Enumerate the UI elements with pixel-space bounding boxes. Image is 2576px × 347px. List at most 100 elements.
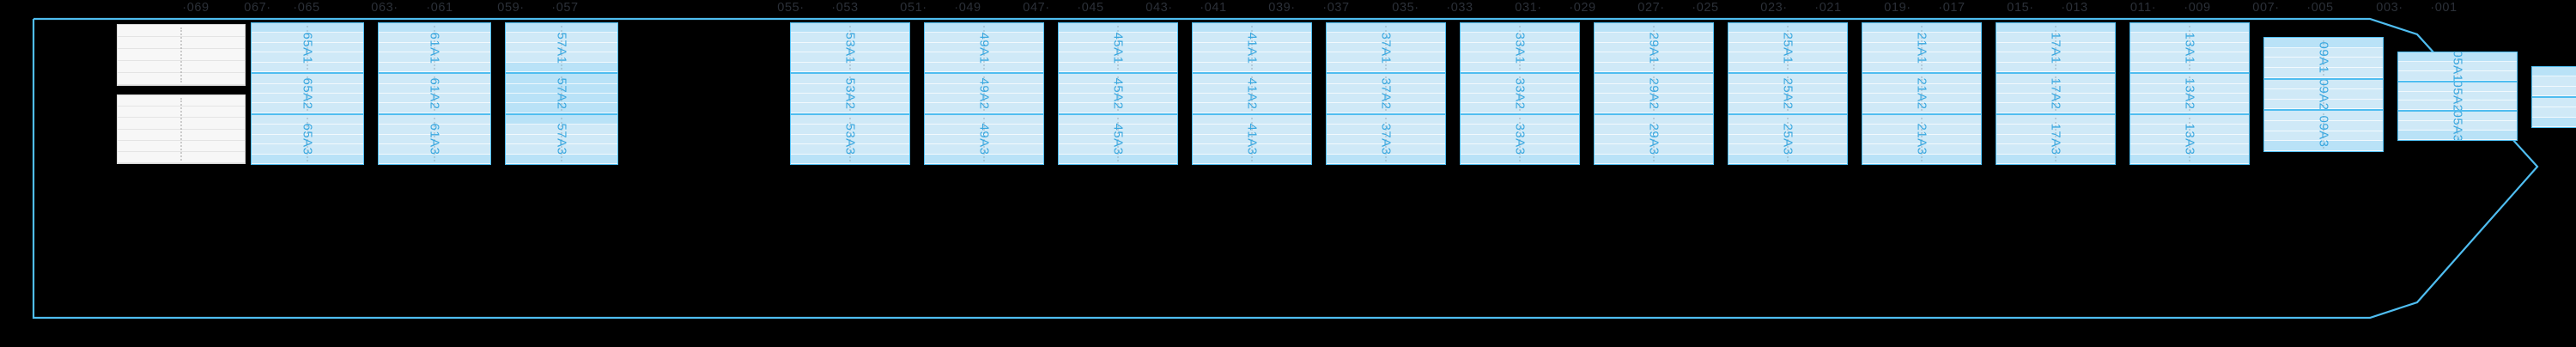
- container-slot[interactable]: [1996, 103, 2115, 113]
- container-slot[interactable]: [118, 141, 245, 152]
- cargo-tier[interactable]: 29A3: [1594, 113, 1714, 165]
- container-slot[interactable]: [1996, 63, 2115, 73]
- container-slot[interactable]: [1193, 23, 1311, 33]
- cargo-tier[interactable]: 09A3: [2263, 110, 2384, 152]
- cargo-tier[interactable]: 17A2: [1996, 73, 2116, 114]
- container-slot[interactable]: [1996, 154, 2115, 164]
- container-slot[interactable]: [1728, 135, 1847, 145]
- container-slot[interactable]: [2398, 62, 2517, 71]
- container-slot[interactable]: [252, 103, 363, 113]
- container-slot[interactable]: [1059, 135, 1177, 145]
- container-slot[interactable]: [1728, 154, 1847, 164]
- container-slot[interactable]: [1862, 52, 1981, 63]
- container-slot[interactable]: [791, 125, 909, 135]
- container-slot[interactable]: [118, 49, 245, 61]
- container-slot[interactable]: [1461, 84, 1579, 94]
- container-slot[interactable]: [2398, 112, 2517, 122]
- cargo-tier[interactable]: 61A2: [378, 73, 491, 114]
- container-slot[interactable]: [2532, 107, 2576, 118]
- container-slot[interactable]: [506, 83, 617, 94]
- container-slot[interactable]: [2398, 52, 2517, 62]
- bay-01[interactable]: 01A101A2: [2531, 66, 2576, 128]
- container-slot[interactable]: [1327, 125, 1445, 135]
- container-slot[interactable]: [1728, 94, 1847, 104]
- container-slot[interactable]: [1862, 33, 1981, 43]
- container-slot[interactable]: [2264, 111, 2383, 121]
- container-slot[interactable]: [2130, 103, 2249, 113]
- container-slot[interactable]: [1862, 144, 1981, 155]
- cargo-tier[interactable]: 21A3: [1862, 113, 1982, 165]
- container-slot[interactable]: [1595, 52, 1713, 63]
- container-slot[interactable]: [252, 52, 363, 63]
- cargo-tier[interactable]: 41A2: [1192, 73, 1312, 114]
- container-slot[interactable]: [1728, 63, 1847, 73]
- container-slot[interactable]: [1059, 144, 1177, 155]
- cargo-tier[interactable]: 41A1: [1192, 22, 1312, 74]
- container-slot[interactable]: [1862, 94, 1981, 104]
- container-slot[interactable]: [379, 52, 490, 63]
- cargo-tier[interactable]: 65A1: [251, 22, 364, 74]
- cargo-tier[interactable]: 57A2: [505, 73, 618, 114]
- cargo-tier[interactable]: 29A2: [1594, 73, 1714, 114]
- container-slot[interactable]: [1728, 74, 1847, 84]
- container-slot[interactable]: [1193, 125, 1311, 135]
- cargo-tier[interactable]: 57A3: [505, 113, 618, 165]
- container-slot[interactable]: [2130, 63, 2249, 73]
- cargo-tier[interactable]: 17A3: [1996, 113, 2116, 165]
- container-slot[interactable]: [2398, 71, 2517, 81]
- container-slot[interactable]: [118, 37, 245, 49]
- cargo-tier[interactable]: 65A3: [251, 113, 364, 165]
- container-slot[interactable]: [925, 23, 1043, 33]
- container-slot[interactable]: [1996, 135, 2115, 145]
- cargo-tier[interactable]: 53A2: [790, 73, 910, 114]
- cargo-tier[interactable]: 05A3: [2397, 111, 2518, 141]
- container-slot[interactable]: [2398, 100, 2517, 111]
- container-slot[interactable]: [1059, 115, 1177, 125]
- container-slot[interactable]: [1595, 33, 1713, 43]
- cargo-tier[interactable]: 57A1: [505, 22, 618, 74]
- container-slot[interactable]: [1193, 144, 1311, 155]
- cargo-tier[interactable]: 61A1: [378, 22, 491, 74]
- container-slot[interactable]: [925, 74, 1043, 84]
- container-slot[interactable]: [2264, 48, 2383, 58]
- container-slot[interactable]: [1059, 74, 1177, 84]
- container-slot[interactable]: [379, 135, 490, 145]
- cargo-tier[interactable]: 53A3: [790, 113, 910, 165]
- container-slot[interactable]: [379, 144, 490, 155]
- cargo-tier[interactable]: 13A3: [2129, 113, 2250, 165]
- container-slot[interactable]: [1595, 23, 1713, 33]
- container-slot[interactable]: [925, 144, 1043, 155]
- container-slot[interactable]: [791, 135, 909, 145]
- container-slot[interactable]: [1193, 63, 1311, 73]
- container-slot[interactable]: [925, 84, 1043, 94]
- container-slot[interactable]: [925, 94, 1043, 104]
- container-slot[interactable]: [2130, 74, 2249, 84]
- container-slot[interactable]: [506, 125, 617, 135]
- container-slot[interactable]: [2264, 131, 2383, 142]
- container-slot[interactable]: [1461, 33, 1579, 43]
- container-slot[interactable]: [1461, 154, 1579, 164]
- container-slot[interactable]: [925, 43, 1043, 53]
- container-slot[interactable]: [506, 43, 617, 53]
- container-slot[interactable]: [379, 74, 490, 84]
- container-slot[interactable]: [1862, 154, 1981, 164]
- container-slot[interactable]: [1595, 43, 1713, 53]
- container-slot[interactable]: [1862, 23, 1981, 33]
- cargo-tier[interactable]: 45A3: [1058, 113, 1178, 165]
- container-slot[interactable]: [1327, 135, 1445, 145]
- container-slot[interactable]: [252, 154, 363, 164]
- container-slot[interactable]: [2130, 144, 2249, 155]
- cargo-tier[interactable]: 25A1: [1728, 22, 1848, 74]
- cargo-tier[interactable]: 01A2: [2531, 97, 2576, 128]
- cargo-tier[interactable]: 49A1: [924, 22, 1044, 74]
- container-slot[interactable]: [1595, 154, 1713, 164]
- container-slot[interactable]: [1728, 33, 1847, 43]
